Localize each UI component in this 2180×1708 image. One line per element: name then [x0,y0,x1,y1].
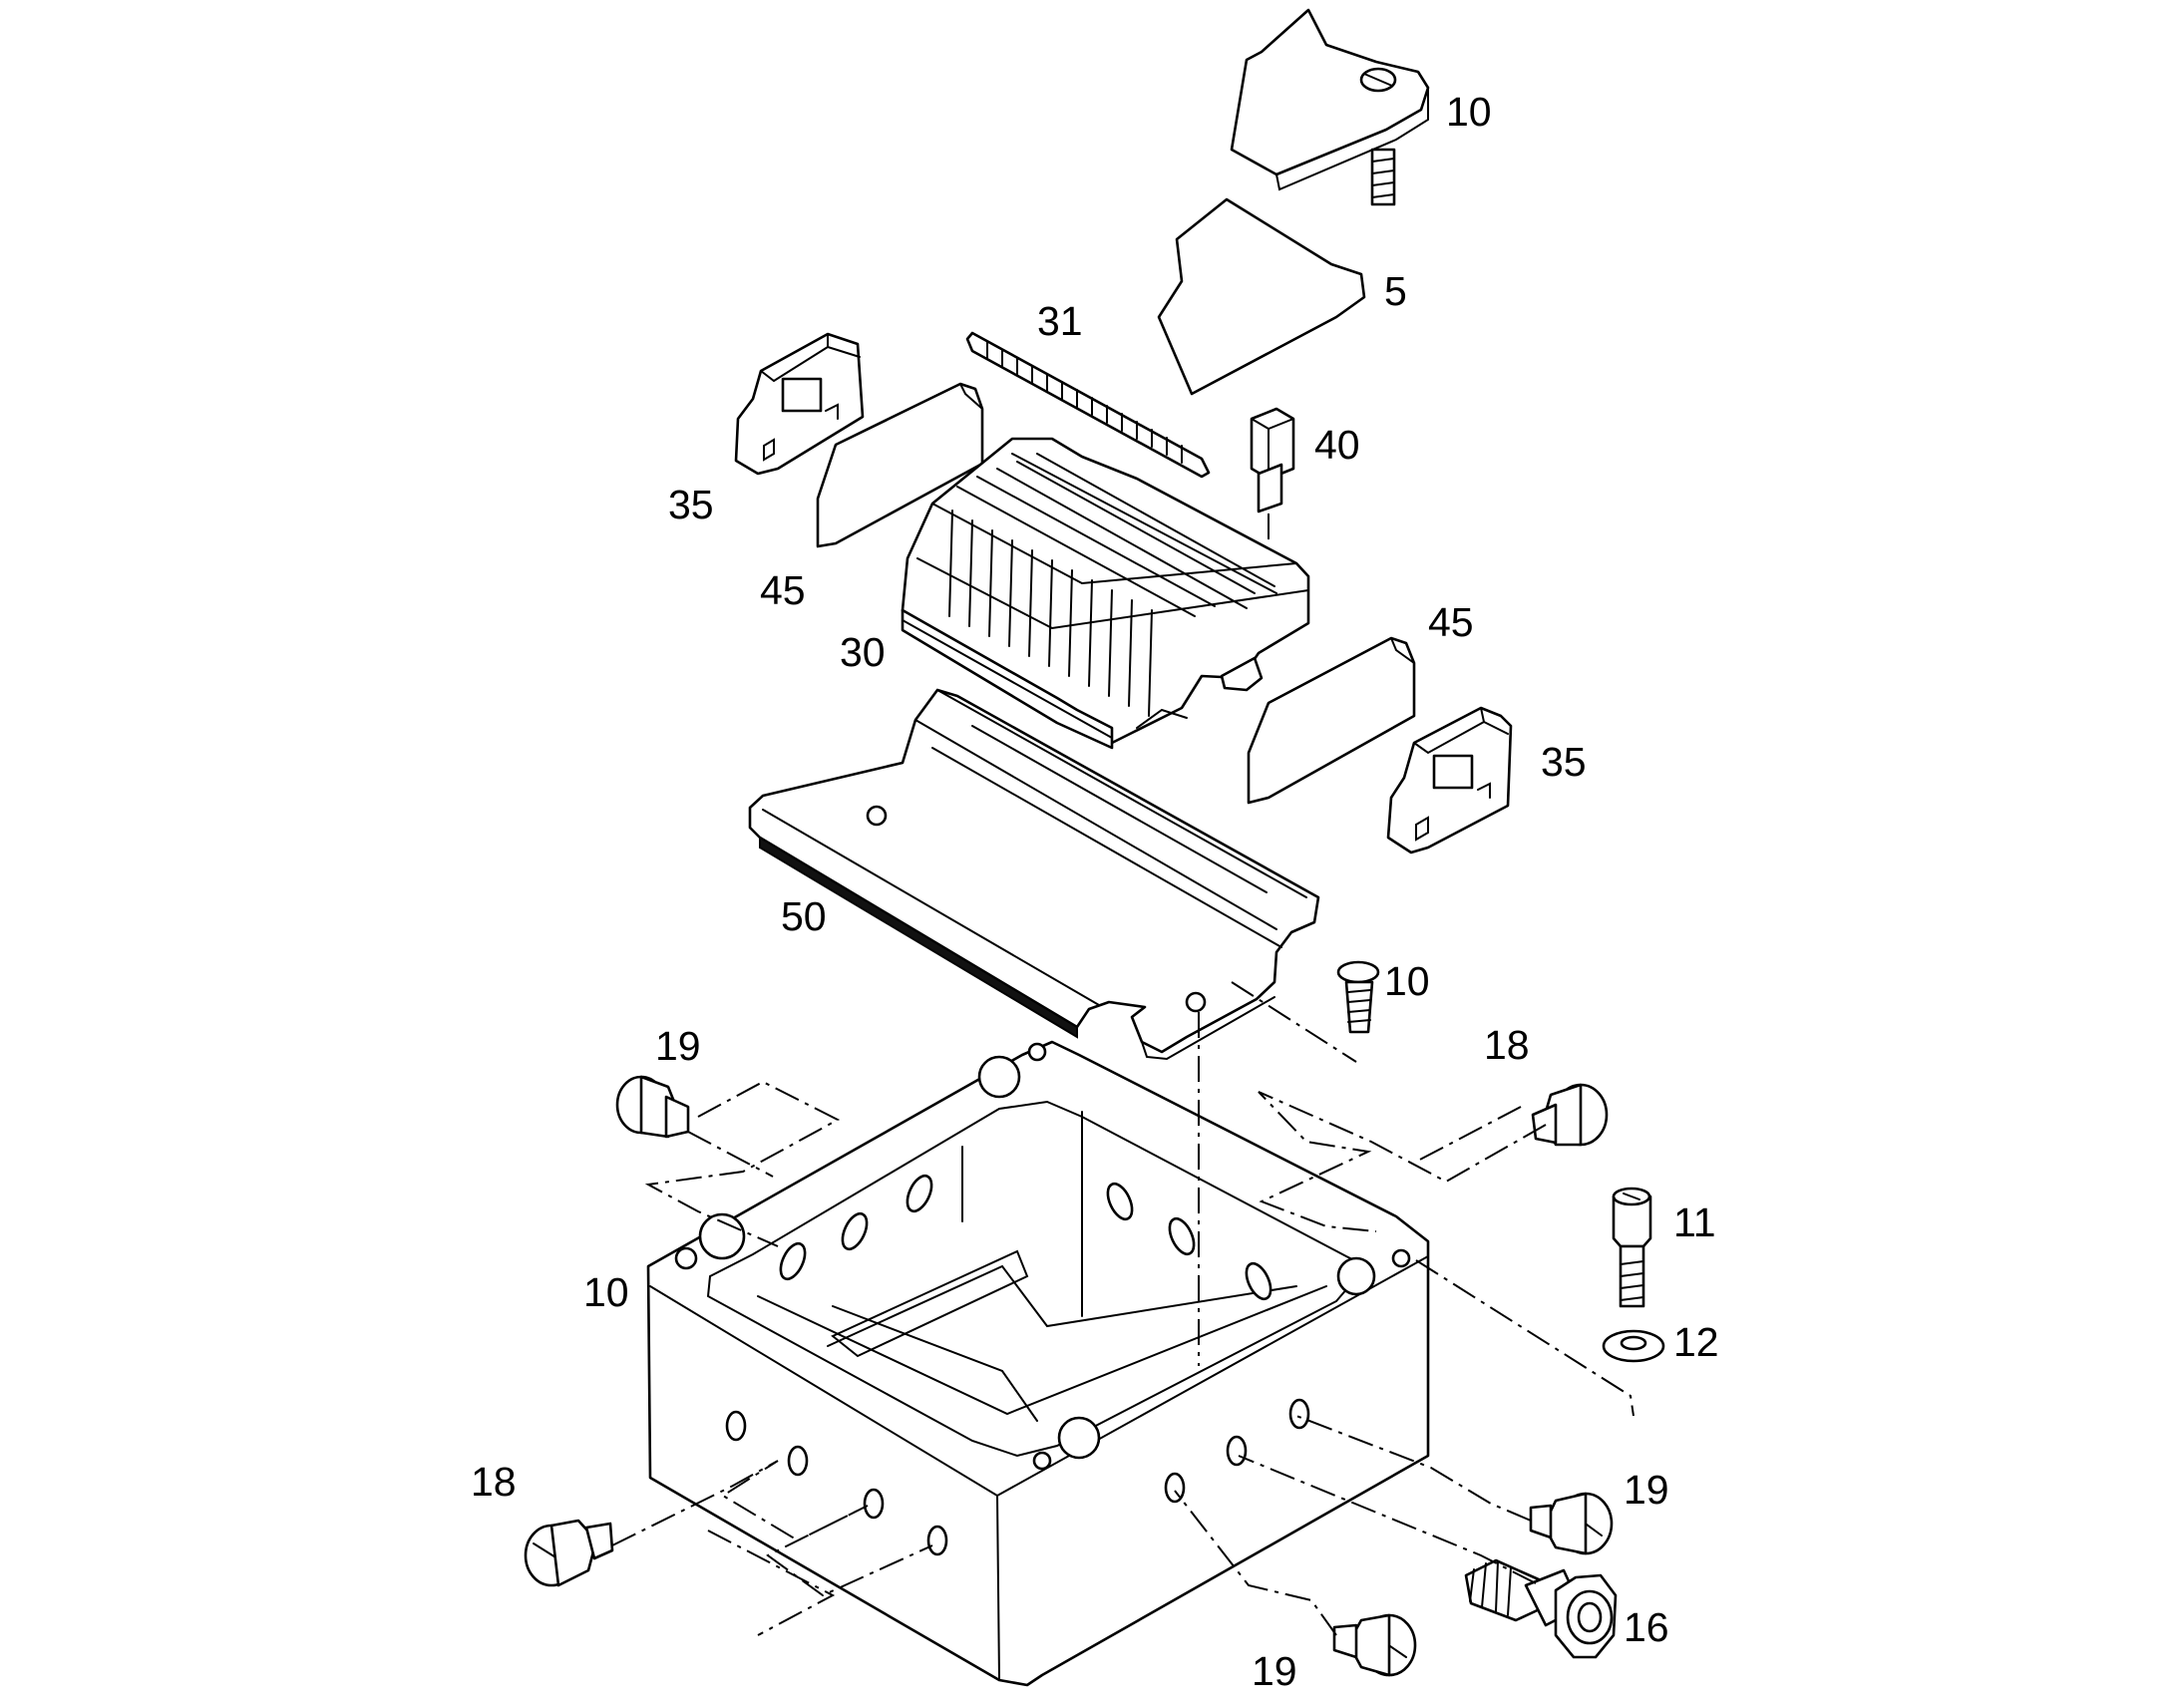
rail-screw-part [1336,960,1380,1034]
callout-18-plug-upper-right: 18 [1484,1022,1530,1068]
callout-10-housing: 10 [583,1269,629,1315]
callout-45-end-plate-right: 45 [1428,599,1474,645]
callout-18-plug-lower-left: 18 [471,1459,517,1505]
din-rail-part [748,688,1320,1061]
callout-labels: 10 5 31 40 35 45 30 45 35 50 10 19 18 11… [471,89,1719,1694]
callout-16-cable-gland: 16 [1624,1604,1669,1650]
marker-strip-part [965,331,1211,479]
callout-19-plug-bottom: 19 [1252,1648,1297,1694]
callout-40-jumper: 40 [1314,422,1360,468]
callout-45-end-plate-left: 45 [760,567,806,613]
plug-screw-lower-right-part [1529,1492,1614,1555]
callout-30-terminal-block: 30 [840,629,886,675]
cover-lid-part [1230,8,1430,206]
callout-10-rail-screw: 10 [1384,958,1430,1004]
plug-screw-lower-left-part [524,1519,614,1587]
end-clamp-left-part [734,332,865,476]
callout-5-gasket: 5 [1384,268,1407,314]
jumper-part [1250,407,1295,543]
plug-screw-upper-left-part [615,1075,690,1139]
assembly-leader-lines [611,981,1635,1636]
callout-19-plug-lower-right: 19 [1624,1467,1669,1513]
cap-screw-part [1612,1187,1652,1308]
end-clamp-right-part [1386,706,1513,854]
plug-screw-upper-right-part [1531,1083,1609,1147]
callout-50-din-rail: 50 [781,893,827,939]
washer-part [1602,1329,1665,1363]
terminal-block-part [901,437,1310,750]
callout-35-end-clamp-left: 35 [668,482,714,527]
plug-screw-bottom-part [1332,1613,1417,1677]
callout-11-cap-screw: 11 [1673,1199,1716,1245]
callout-10-lid: 10 [1446,89,1492,135]
callout-19-plug-upper-left: 19 [655,1023,701,1069]
housing-part [646,1040,1430,1687]
end-plate-right-part [1247,636,1416,805]
cable-gland-part [1464,1558,1618,1659]
callout-12-washer: 12 [1673,1319,1719,1365]
callout-35-end-clamp-right: 35 [1541,739,1587,785]
gasket-part [1157,197,1366,396]
callout-31-marker-strip: 31 [1037,298,1083,344]
